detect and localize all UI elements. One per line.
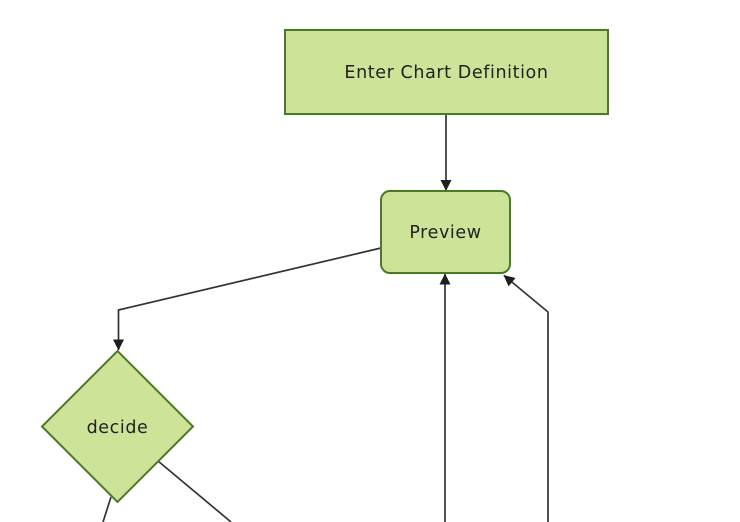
edge-decide-to-below-view-left [102, 496, 112, 522]
node-enter-chart-definition-shape [284, 29, 609, 115]
node-preview-shape [380, 190, 511, 274]
node-enter-chart-definition: Enter Chart Definition [284, 29, 609, 115]
node-enter-chart-definition-label: Enter Chart Definition [344, 63, 548, 83]
edge-preview-to-decide [113, 247, 382, 351]
node-decide-shape [40, 349, 195, 504]
node-preview-label: Preview [409, 223, 481, 243]
node-decide: decide [40, 349, 195, 504]
node-decide-label: decide [87, 418, 149, 438]
edge-decide-to-below-view-right [157, 460, 232, 522]
edge-below-view-right-to-preview [503, 274, 549, 522]
node-preview: Preview [380, 190, 511, 274]
